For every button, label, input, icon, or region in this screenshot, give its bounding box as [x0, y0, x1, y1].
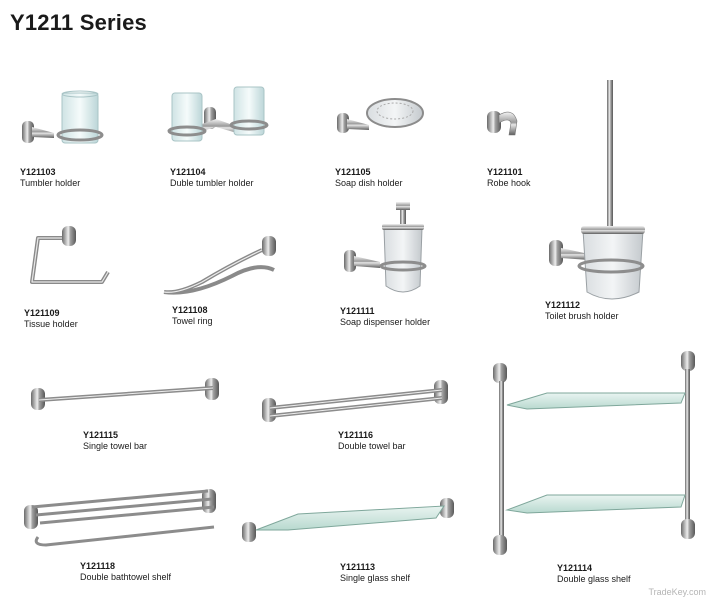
product-code: Y121104	[170, 167, 206, 177]
product-name: Single glass shelf	[340, 573, 411, 583]
tissue-holder-image	[30, 226, 110, 284]
product-code: Y121114	[557, 563, 593, 573]
robe-hook-image	[487, 111, 518, 136]
product-single-towel-bar: Y121115 Single towel bar	[25, 370, 235, 460]
product-double-towel-bar: Y121116 Double towel bar	[258, 370, 468, 460]
double-bathtowel-shelf-image	[24, 489, 216, 547]
product-code: Y121108	[172, 305, 208, 315]
product-name: Double glass shelf	[557, 574, 631, 584]
product-code: Y121115	[83, 430, 119, 440]
product-name: Tumbler holder	[20, 178, 81, 188]
product-soap-dispenser-holder: Y121111 Soap dispenser holder	[340, 196, 470, 336]
product-code: Y121111	[340, 306, 375, 316]
product-double-glass-shelf: Y121114 Double glass shelf	[485, 345, 710, 590]
single-glass-shelf-image	[242, 498, 454, 542]
product-name: Double bathtowel shelf	[80, 572, 172, 582]
page-title: Y1211 Series	[10, 10, 147, 35]
duble-tumbler-holder-image	[167, 86, 269, 142]
tumbler-holder-image	[22, 90, 104, 144]
product-towel-ring: Y121108 Towel ring	[162, 230, 302, 340]
product-single-glass-shelf: Y121113 Single glass shelf	[238, 492, 468, 592]
product-double-bathtowel-shelf: Y121118 Double bathtowel shelf	[18, 485, 228, 590]
product-tissue-holder: Y121109 Tissue holder	[22, 222, 132, 332]
product-soap-dish-holder: Y121105 Soap dish holder	[335, 85, 445, 195]
product-code: Y121112	[545, 300, 581, 310]
product-toilet-brush-holder: Y121112 Toilet brush holder	[545, 80, 695, 340]
double-towel-bar-image	[262, 380, 448, 422]
product-name: Soap dish holder	[335, 178, 403, 188]
product-name: Duble tumbler holder	[170, 178, 254, 188]
double-glass-shelf-image	[493, 351, 695, 555]
watermark: TradeKey.com	[648, 587, 706, 597]
product-name: Tissue holder	[24, 319, 78, 329]
product-name: Robe hook	[487, 178, 531, 188]
product-code: Y121116	[338, 430, 374, 440]
product-code: Y121105	[335, 167, 371, 177]
single-towel-bar-image	[31, 378, 219, 410]
product-name: Soap dispenser holder	[340, 317, 431, 327]
towel-ring-image	[163, 236, 276, 295]
product-name: Single towel bar	[83, 441, 148, 451]
product-name: Toilet brush holder	[545, 311, 619, 321]
product-tumbler-holder: Y121103 Tumbler holder	[18, 85, 128, 195]
product-code: Y121101	[487, 167, 523, 177]
product-code: Y121118	[80, 561, 116, 571]
product-name: Double towel bar	[338, 441, 406, 451]
soap-dish-holder-image	[337, 98, 424, 133]
toilet-brush-holder-image	[549, 80, 645, 300]
product-code: Y121109	[24, 308, 60, 318]
product-code: Y121113	[340, 562, 376, 572]
product-robe-hook: Y121101 Robe hook	[485, 85, 575, 195]
soap-dispenser-holder-image	[344, 202, 427, 293]
product-code: Y121103	[20, 167, 56, 177]
product-name: Towel ring	[172, 316, 213, 326]
product-duble-tumbler-holder: Y121104 Duble tumbler holder	[167, 85, 298, 195]
